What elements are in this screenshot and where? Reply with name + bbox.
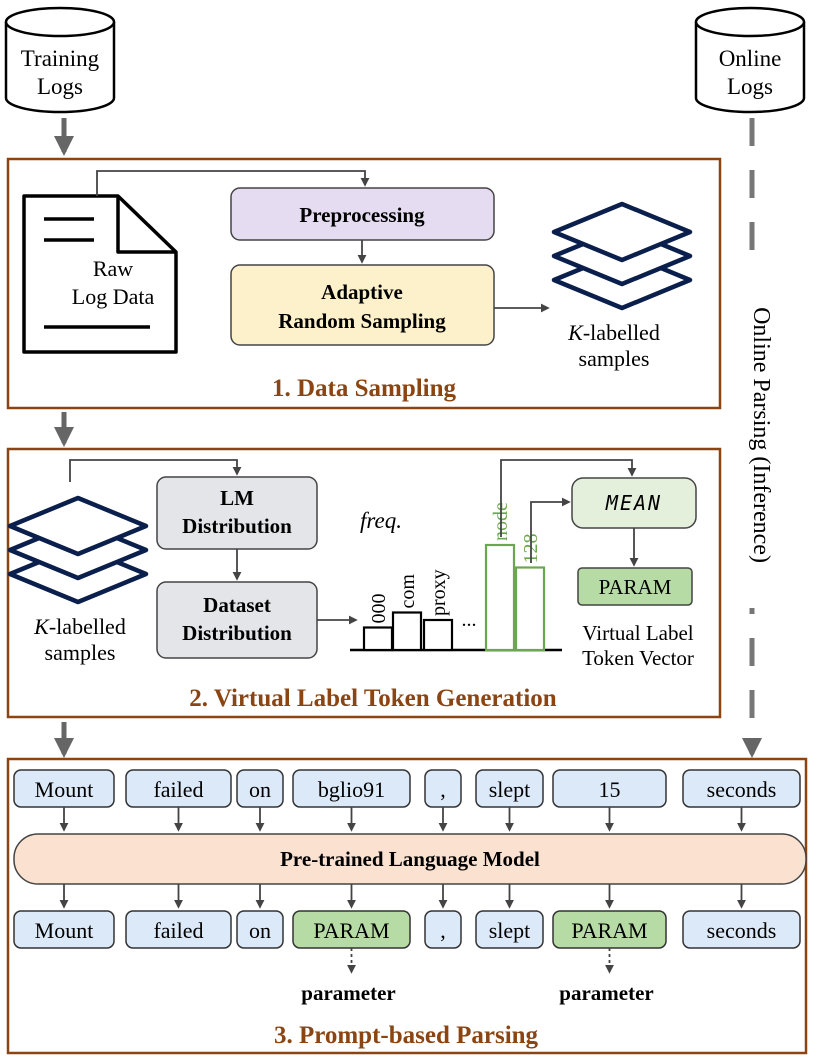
histogram-bar-proxy [422, 618, 454, 652]
param-box [577, 567, 693, 606]
output-token-text: , [440, 918, 446, 943]
parameter-annotations: parameter parameter [301, 948, 654, 1005]
histogram-bar-000 [362, 626, 394, 652]
histogram-label-com: com [397, 574, 419, 609]
output-token-box [475, 910, 544, 949]
layers-icon [551, 201, 693, 311]
input-token-text: , [440, 777, 446, 802]
input-token-row: Mount failed on bglio91, slept 15 seconds [13, 769, 801, 808]
input-token-text: Mount [35, 777, 94, 802]
section-1-title: 1. Data Sampling [272, 375, 457, 402]
output-token-row: Mount failed on PARAM, slept PARAM seconds [13, 910, 801, 949]
input-token-text: 15 [599, 777, 621, 802]
section-3-title: 3. Prompt-based Parsing [274, 1022, 539, 1049]
online-parsing-label: Online Parsing (Inference) [748, 307, 774, 563]
output-token-text: on [249, 918, 271, 943]
input-token-text: bglio91 [318, 777, 385, 802]
language-model-box [13, 833, 807, 885]
section-prompt-based-parsing: Mount failed on bglio91, slept 15 seconds Pre-… [6, 757, 808, 1055]
histogram-label-proxy: proxy [428, 569, 450, 616]
output-token-text: failed [153, 918, 203, 943]
histogram-ellipsis: ... [462, 609, 477, 631]
layers-icon [7, 495, 149, 605]
histogram-bar-com [391, 611, 423, 652]
histogram-bar-node [484, 543, 516, 652]
language-model-label: Pre-trained Language Model [280, 847, 540, 871]
output-token-text: PARAM [571, 918, 647, 943]
output-token-box [125, 910, 232, 949]
output-token-text: PARAM [313, 918, 389, 943]
output-token-box [424, 910, 462, 949]
token-arrows [59, 807, 746, 909]
input-token-text: failed [153, 777, 203, 802]
output-token-text: slept [489, 918, 531, 943]
param-label: PARAM [599, 575, 672, 599]
output-token-text: seconds [707, 918, 777, 943]
output-token-box [13, 910, 115, 949]
histogram-label-000: 000 [368, 594, 390, 624]
output-token-box [682, 910, 801, 949]
parameter-label: parameter [559, 981, 653, 1005]
input-token-text: slept [489, 777, 531, 802]
histogram-bar-128 [514, 566, 546, 652]
document-icon [22, 194, 178, 354]
output-token-text: Mount [35, 918, 94, 943]
section-2-title: 2. Virtual Label Token Generation [189, 685, 557, 712]
output-token-box [236, 910, 284, 949]
adaptive-sampling-box [230, 264, 495, 346]
preprocessing-label: Preprocessing [299, 203, 425, 227]
freq-label: freq. [360, 508, 402, 533]
input-token-text: on [249, 777, 271, 802]
mean-label: MEAN [605, 491, 662, 515]
parameter-label: parameter [301, 981, 395, 1005]
input-token-text: seconds [707, 777, 777, 802]
online-flow-dashed-arrow: Online Parsing (Inference) [738, 118, 774, 758]
